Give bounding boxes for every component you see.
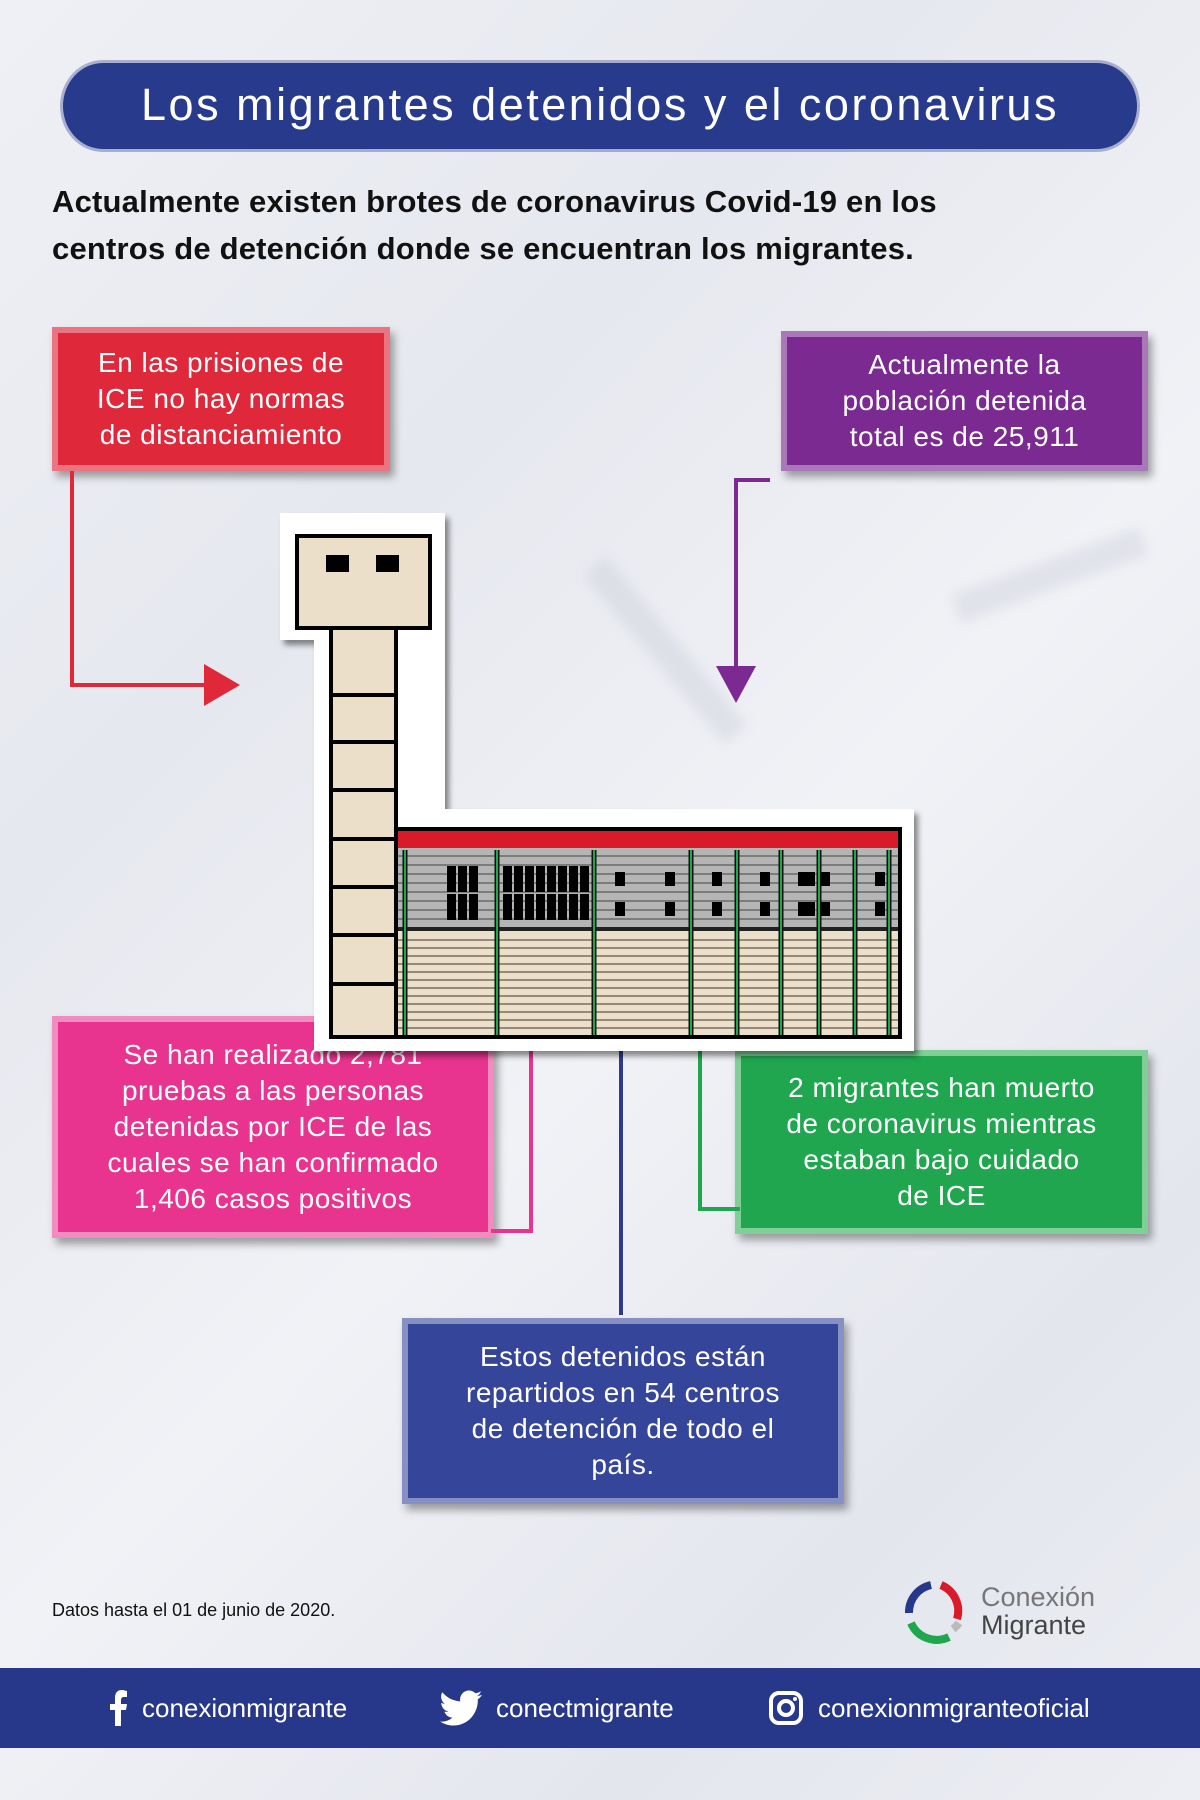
window: [805, 872, 815, 886]
fact-line: pruebas a las personas: [121, 1075, 425, 1106]
fact-line: de detención de todo el: [471, 1413, 775, 1444]
twitter-handle: conectmigrante: [496, 1692, 674, 1723]
fact-line: de ICE: [897, 1180, 986, 1211]
window: [615, 902, 625, 916]
window: [447, 866, 456, 892]
red-arrow: [70, 471, 240, 706]
window: [469, 866, 478, 892]
window: [558, 894, 567, 920]
fact-line: estaban bajo cuidado: [803, 1144, 1080, 1175]
window: [503, 866, 512, 892]
window: [458, 894, 467, 920]
window: [820, 902, 830, 916]
window: [712, 902, 722, 916]
fact-line: Actualmente la: [868, 349, 1061, 380]
fact-box-centers: Estos detenidos están repartidos en 54 ce…: [402, 1318, 844, 1504]
facebook-handle: conexionmigrante: [142, 1692, 348, 1723]
window: [547, 894, 556, 920]
window: [760, 902, 770, 916]
window: [558, 866, 567, 892]
instagram-icon: [769, 1691, 803, 1725]
facebook-icon: [110, 1690, 127, 1726]
detention-center-building-icon: [295, 534, 902, 1039]
intro-line: centros de detención donde se encuentran…: [52, 231, 914, 266]
window: [469, 894, 478, 920]
fact-line: de distanciamiento: [99, 419, 343, 450]
facebook-link[interactable]: conexionmigrante: [108, 1690, 347, 1726]
fact-line: país.: [591, 1449, 655, 1480]
instagram-handle: conexionmigranteoficial: [818, 1692, 1090, 1723]
window: [615, 872, 625, 886]
window: [536, 866, 545, 892]
window: [875, 872, 885, 886]
window: [514, 894, 523, 920]
window: [712, 872, 722, 886]
fact-box-distancing: En las prisiones de ICE no hay normas de d…: [52, 327, 390, 471]
fact-line: detenidas por ICE de las: [113, 1111, 433, 1142]
fact-box-population: Actualmente la población detenida total es…: [781, 331, 1148, 471]
window: [875, 902, 885, 916]
fact-line: población detenida: [842, 385, 1087, 416]
intro-text: Actualmente existen brotes de coronaviru…: [52, 178, 1152, 272]
fact-line: ICE no hay normas: [96, 383, 346, 414]
twitter-link[interactable]: conectmigrante: [440, 1690, 674, 1726]
fact-line: 1,406 casos positivos: [133, 1183, 413, 1214]
page-title: Los migrantes detenidos y el coronavirus: [141, 79, 1059, 130]
window: [458, 866, 467, 892]
window: [580, 866, 589, 892]
window: [503, 894, 512, 920]
window: [569, 894, 578, 920]
window: [820, 872, 830, 886]
fact-box-deaths: 2 migrantes han muerto de coronavirus mie…: [735, 1050, 1148, 1234]
fact-line: total es de 25,911: [849, 421, 1080, 452]
window: [798, 902, 808, 916]
title-banner: Los migrantes detenidos y el coronavirus: [63, 63, 1137, 149]
fact-line: cuales se han confirmado: [107, 1147, 439, 1178]
fact-line: En las prisiones de: [97, 347, 345, 378]
window: [547, 866, 556, 892]
window: [665, 902, 675, 916]
window: [525, 894, 534, 920]
window: [447, 894, 456, 920]
fact-line: repartidos en 54 centros: [466, 1377, 780, 1408]
purple-arrow: [716, 478, 770, 703]
intro-line: Actualmente existen brotes de coronaviru…: [52, 184, 937, 219]
fact-line: Estos detenidos están: [479, 1341, 766, 1372]
window: [760, 872, 770, 886]
social-footer: conexionmigrante conectmigrante conexion…: [0, 1668, 1200, 1748]
twitter-icon: [440, 1690, 482, 1726]
window: [536, 894, 545, 920]
fact-line: 2 migrantes han muerto: [788, 1072, 1095, 1103]
window: [525, 866, 534, 892]
window: [569, 866, 578, 892]
window: [580, 894, 589, 920]
logo-text-line1: Conexión: [981, 1582, 1096, 1612]
instagram-link[interactable]: conexionmigranteoficial: [768, 1690, 1090, 1726]
window: [665, 872, 675, 886]
window: [805, 902, 815, 916]
window: [514, 866, 523, 892]
fact-line: de coronavirus mientras: [786, 1108, 1097, 1139]
window: [798, 872, 808, 886]
data-date-note: Datos hasta el 01 de junio de 2020.: [52, 1600, 336, 1620]
logo-text-line2: Migrante: [981, 1610, 1087, 1640]
logo-ring-icon: [905, 1581, 963, 1644]
